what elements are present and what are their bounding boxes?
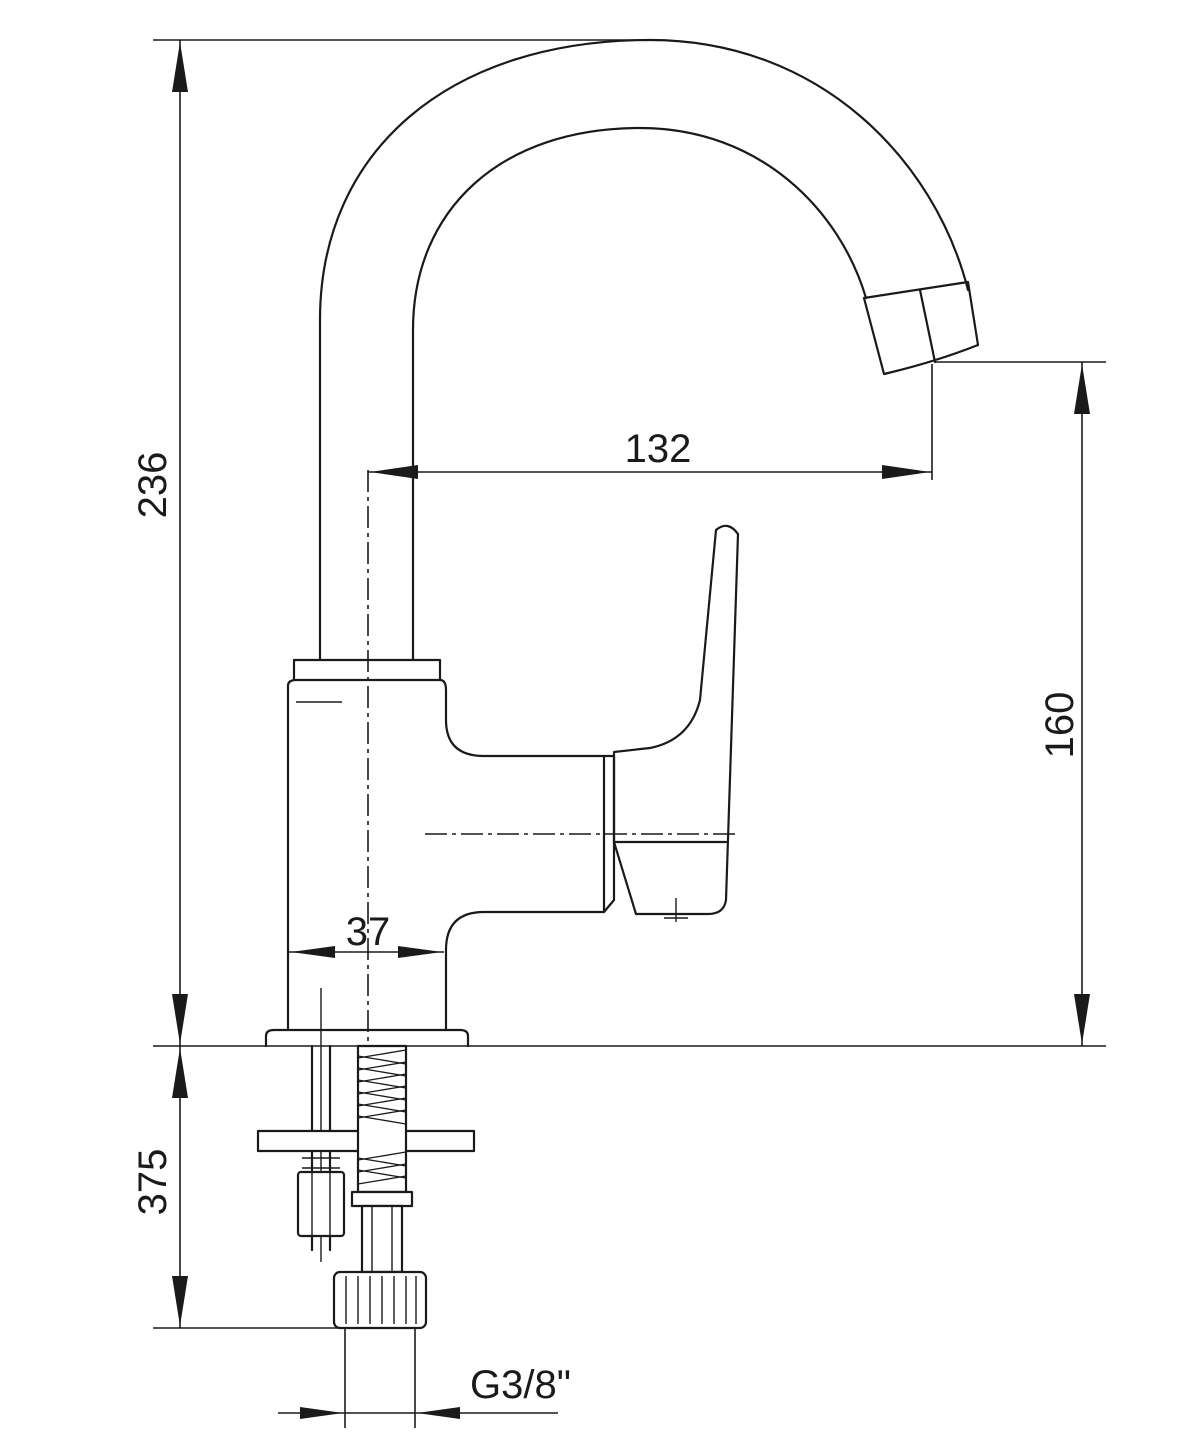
arrow-down	[1074, 994, 1090, 1044]
label-total-height: 236	[131, 452, 175, 519]
spout-outer-contour	[318, 38, 970, 662]
arrow-left	[370, 465, 418, 479]
label-spout-height: 160	[1038, 692, 1082, 759]
arrow-right	[300, 1407, 343, 1419]
base-plate	[264, 1028, 470, 1048]
gooseneck-spout	[292, 38, 980, 682]
dimension-connection-thread: G3/8"	[278, 1328, 571, 1428]
dimension-spout-height: 160	[935, 361, 1106, 1046]
hose-braid	[356, 1044, 408, 1194]
dimension-spout-reach: 132	[368, 364, 933, 480]
dimension-base-offset: 37	[289, 910, 444, 958]
label-connection-thread: G3/8"	[470, 1363, 571, 1407]
dimension-total-height: 236	[131, 39, 645, 1046]
label-spout-reach: 132	[625, 427, 692, 471]
arrow-up	[1074, 364, 1090, 414]
spout-collar	[292, 658, 442, 682]
stud-nut	[296, 1170, 346, 1238]
flexible-hose	[350, 1044, 414, 1274]
arrow-left	[417, 1407, 460, 1419]
spout-inner-contour	[411, 126, 868, 662]
arrow-down	[172, 994, 188, 1044]
label-hose-length: 375	[131, 1149, 175, 1216]
body-contour	[286, 678, 606, 1032]
arrow-right	[398, 946, 442, 958]
hose-ferrule	[360, 1204, 404, 1274]
lever-contour	[612, 524, 740, 916]
connection-nut	[332, 1270, 428, 1330]
dimension-hose-length: 375	[131, 1046, 345, 1329]
arrow-up	[172, 42, 188, 92]
arrow-right	[882, 465, 930, 479]
nut-body	[332, 1270, 428, 1330]
arrow-up	[172, 1048, 188, 1098]
arrow-down	[172, 1276, 188, 1326]
faucet-body	[286, 678, 616, 1032]
spout-aerator	[862, 280, 980, 376]
arrow-left	[291, 946, 335, 958]
lever-handle	[612, 524, 740, 922]
hose-hatching	[357, 1049, 407, 1185]
hose-crimp	[350, 1190, 414, 1208]
aerator-seam	[918, 288, 937, 364]
